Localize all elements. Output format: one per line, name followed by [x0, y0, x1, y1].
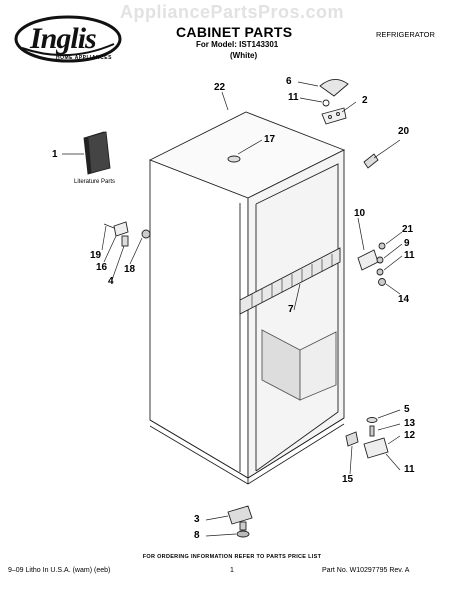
callout-2: 2	[362, 95, 368, 106]
callout-9: 9	[404, 238, 410, 249]
callout-14: 14	[398, 294, 410, 305]
model-number: For Model: IST143301	[196, 40, 279, 49]
leveling-leg	[227, 505, 253, 538]
center-hinge	[357, 242, 386, 286]
hinge-cover	[319, 79, 349, 97]
callout-11-top: 11	[288, 92, 299, 103]
callout-12: 12	[404, 430, 416, 441]
callout-8: 8	[194, 530, 200, 541]
model-color: (White)	[230, 51, 258, 60]
callout-5: 5	[404, 404, 410, 415]
brand-name: Inglis	[30, 22, 97, 55]
callout-11-bottom: 11	[404, 464, 415, 475]
callout-15: 15	[342, 474, 354, 485]
callout-22: 22	[214, 82, 226, 93]
callout-18: 18	[124, 264, 136, 275]
callout-10: 10	[354, 208, 366, 219]
callout-13: 13	[404, 418, 416, 429]
callout-11-mid: 11	[404, 250, 415, 261]
callout-4: 4	[108, 276, 114, 287]
callout-16: 16	[96, 262, 108, 273]
hinge-cap	[227, 155, 241, 163]
callout-17: 17	[264, 134, 276, 145]
cabinet-shell	[148, 111, 346, 485]
part-number: Part No. W10297795 Rev. A	[322, 567, 410, 574]
page-number: 1	[230, 567, 234, 574]
hinge-pin	[363, 153, 379, 169]
screw-top	[322, 99, 330, 107]
literature-parts-label: Literature Parts	[74, 179, 116, 185]
watermark: AppliancePartsPros.com	[119, 2, 345, 22]
hinge-cluster-left	[103, 221, 151, 247]
category-label: REFRIGERATOR	[376, 30, 435, 39]
callout-1: 1	[52, 149, 58, 160]
callout-20: 20	[398, 126, 410, 137]
callout-3: 3	[194, 514, 200, 525]
bottom-hinge	[345, 417, 389, 459]
literature-booklet	[83, 131, 111, 175]
callout-19: 19	[90, 250, 102, 261]
callout-7: 7	[288, 304, 294, 315]
print-info: 9–09 Litho In U.S.A. (wam) (eeb)	[8, 567, 111, 574]
top-hinge	[321, 107, 347, 125]
leader-lines	[62, 81, 403, 537]
brand-logo	[14, 15, 122, 63]
page-title: CABINET PARTS	[176, 24, 293, 40]
brand-subtitle: HOME APPLIANCES	[56, 55, 112, 61]
callout-6: 6	[286, 76, 292, 87]
ordering-note: FOR ORDERING INFORMATION REFER TO PARTS …	[142, 554, 322, 560]
callout-21: 21	[402, 224, 414, 235]
